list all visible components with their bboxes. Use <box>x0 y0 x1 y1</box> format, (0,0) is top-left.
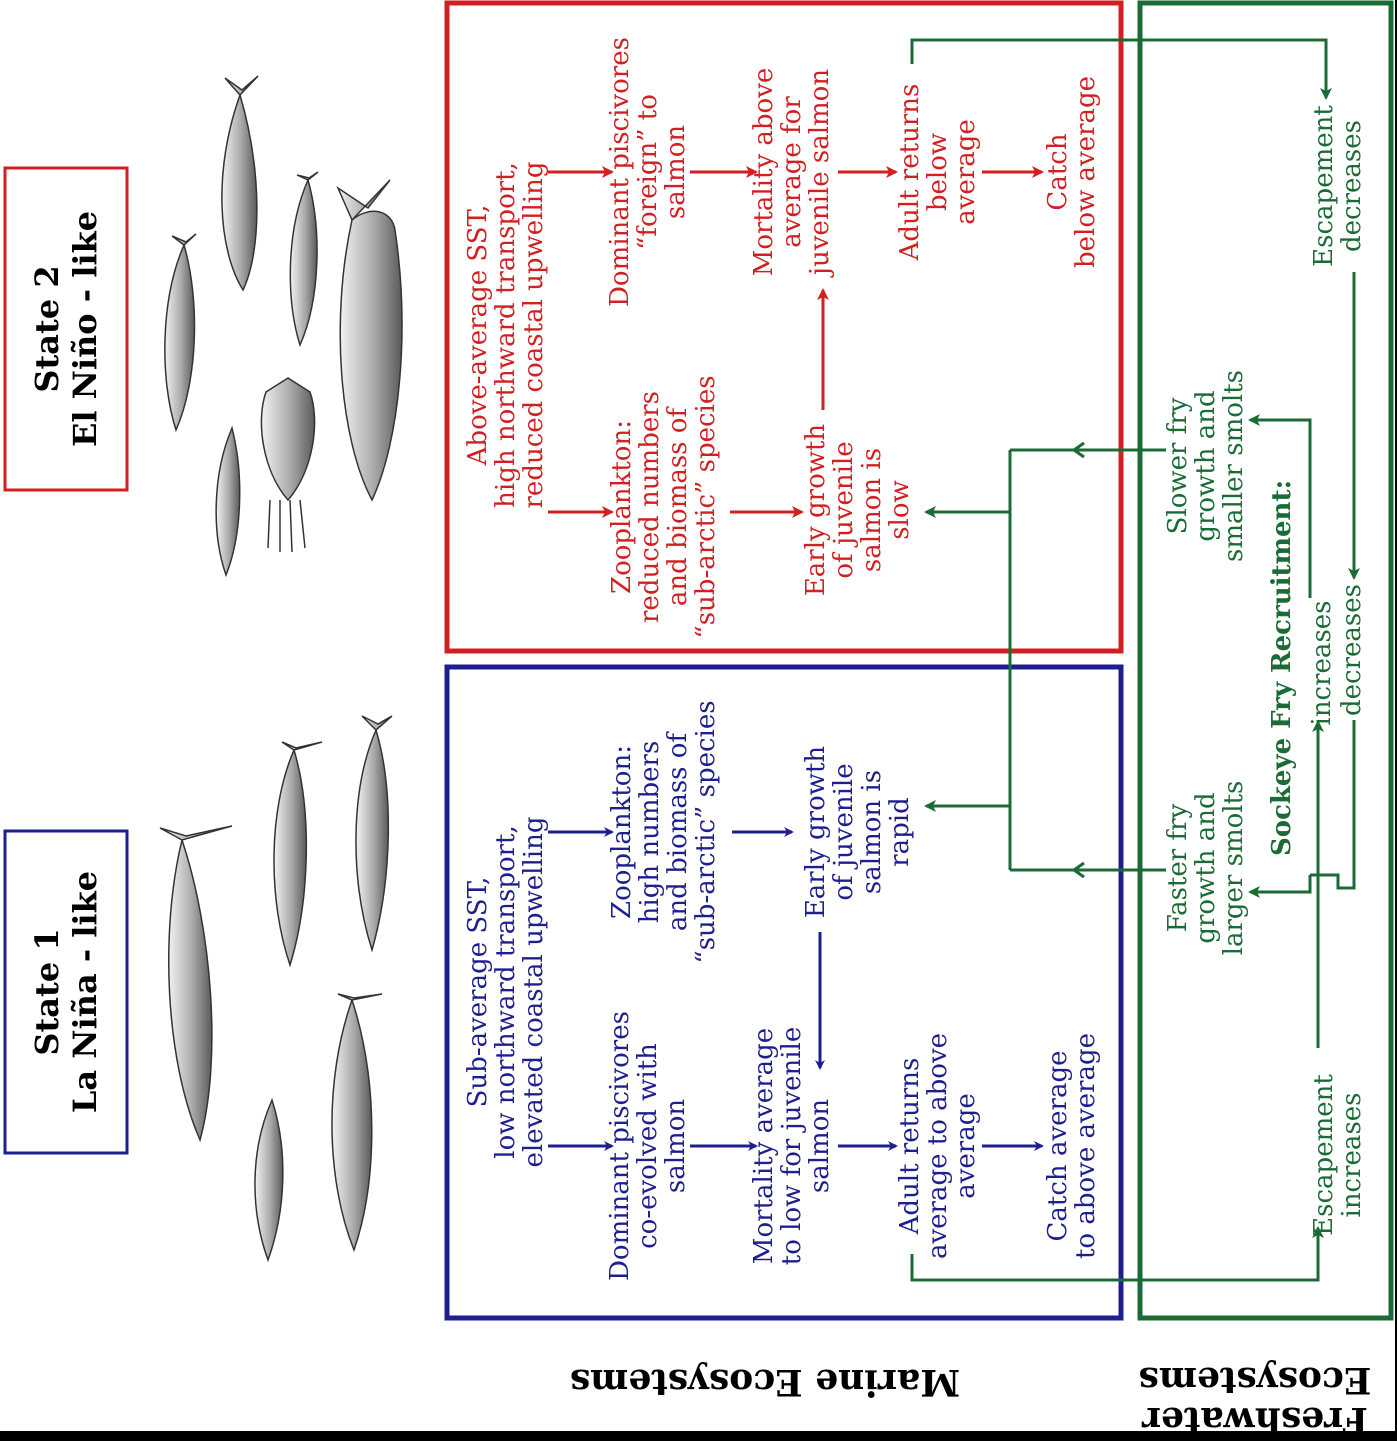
state1-catch-node: Catch average to above average <box>1043 1033 1101 1259</box>
state1-zoo-line4: “sub-arctic” species <box>691 700 721 963</box>
slower-fry-line3: smaller smolts <box>1219 370 1249 562</box>
state1-adult-line1: Adult returns <box>895 1058 925 1236</box>
state1-growth-node: Early growth of juvenile salmon is rapid <box>801 746 915 919</box>
state1-sst-line1: Sub-average SST, <box>463 877 493 1108</box>
escapement-decreases-node: Escapement decreases <box>1309 105 1367 267</box>
state2-mortality-node: Mortality above average for juvenile sal… <box>749 68 835 278</box>
marine-ecosystems-label: Marine Ecosystems <box>570 1361 960 1403</box>
escapement-decreases-line1: Escapement <box>1309 105 1339 267</box>
state1-sst-node: Sub-average SST, low northward transport… <box>463 817 549 1168</box>
state1-mortality-node: Mortality average to low for juvenile sa… <box>749 1027 835 1265</box>
state1-title-line2: La Niña - like <box>66 871 104 1113</box>
state1-mort-line3: salmon <box>805 1099 835 1193</box>
state2-growth-line1: Early growth <box>801 424 831 597</box>
escapement-increases-line2: increases <box>1337 1092 1367 1217</box>
state2-sst-line2: high northward transport, <box>491 162 521 508</box>
freshwater-label-line1: Freshwater <box>1141 1399 1368 1431</box>
state2-mort-line2: average for <box>777 96 807 248</box>
state1-mort-line2: to low for juvenile <box>777 1027 807 1265</box>
feedback-chevron-slower <box>1071 441 1085 459</box>
state1-title-line1: State 1 <box>28 928 66 1055</box>
state2-pisc-line2: “foreign” to <box>633 94 663 250</box>
state1-marine-box <box>444 664 1124 1321</box>
state2-title-box: State 2 El Niño - like <box>3 166 129 492</box>
state2-sst-node: Above-average SST, high northward transp… <box>463 161 549 508</box>
faster-fry-line3: larger smolts <box>1219 781 1249 956</box>
sockeye-recruitment-label: Sockeye Fry Recruitment: <box>1267 480 1297 856</box>
arrow-decreases-to-slower-fry <box>1310 720 1356 890</box>
state1-growth-line1: Early growth <box>801 746 831 919</box>
state2-title-line2: El Niño - like <box>66 211 104 447</box>
feedback-arrow-returns-to-escapement-increases <box>910 1226 1324 1282</box>
state2-growth-line4: slow <box>885 480 915 540</box>
freshwater-box <box>1137 0 1394 1321</box>
state1-pisc-line2: co-evolved with <box>633 1043 663 1249</box>
state2-zoo-line3: and biomass of <box>663 406 693 607</box>
state2-pisc-line3: salmon <box>661 125 691 219</box>
state1-adult-line2: average to above <box>923 1033 953 1259</box>
state1-zoo-line2: high numbers <box>635 741 665 924</box>
state1-growth-line4: rapid <box>885 797 915 867</box>
escapement-increases-line1: Escapement <box>1309 1074 1339 1236</box>
state1-zoo-line3: and biomass of <box>663 731 693 932</box>
state2-sst-line1: Above-average SST, <box>463 205 493 467</box>
state2-catch-node: Catch below average <box>1043 76 1101 268</box>
state2-growth-line3: salmon is <box>857 448 887 572</box>
state2-adult-line1: Adult returns <box>895 84 925 262</box>
slower-fry-line2: growth and <box>1191 390 1221 541</box>
feedback-arrow-returns-to-escapement-decreases <box>910 38 1332 100</box>
state2-zoo-line2: reduced numbers <box>635 391 665 623</box>
state1-adult-line3: average <box>951 1093 981 1199</box>
faster-fry-line2: growth and <box>1191 792 1221 943</box>
state2-piscivores-node: Dominant piscivores “foreign” to salmon <box>605 37 691 307</box>
faster-fry-line1: Faster fry <box>1163 803 1193 932</box>
recruitment-decreases-label: decreases <box>1337 584 1367 716</box>
freshwater-slower-fry-node: Slower fry growth and smaller smolts <box>1163 370 1249 562</box>
state2-zoo-line4: “sub-arctic” species <box>691 375 721 638</box>
state2-adult-line3: average <box>951 119 981 225</box>
state2-mort-line3: juvenile salmon <box>805 69 835 278</box>
feedback-chevron-faster <box>1071 861 1085 879</box>
recruitment-increases: increases <box>1307 600 1337 725</box>
state1-catch-line2: to above average <box>1071 1033 1101 1259</box>
recruitment-decreases: decreases <box>1337 584 1367 716</box>
slower-fry-line1: Slower fry <box>1163 397 1193 534</box>
state2-growth-node: Early growth of juvenile salmon is slow <box>801 424 915 597</box>
state2-catch-line2: below average <box>1071 76 1101 268</box>
state1-title-box: State 1 La Niña - like <box>3 829 129 1155</box>
state1-growth-line3: salmon is <box>857 770 887 894</box>
state2-zooplankton-node: Zooplankton: reduced numbers and biomass… <box>607 375 721 638</box>
arrow-recruitment-to-slower-fry <box>1248 414 1312 598</box>
state1-zooplankton-node: Zooplankton: high numbers and biomass of… <box>607 700 721 963</box>
state2-title-line1: State 2 <box>28 265 66 392</box>
state1-fish-illustration <box>159 715 393 1263</box>
state2-adult-line2: below <box>923 133 953 211</box>
recruitment-increases-label: increases <box>1307 600 1337 725</box>
state2-zoo-line1: Zooplankton: <box>607 420 637 594</box>
arrow-recruitment-to-faster-fry <box>1248 875 1312 898</box>
state1-adult-returns-node: Adult returns average to above average <box>895 1033 981 1259</box>
state1-sst-line2: low northward transport, <box>491 825 521 1159</box>
state1-sst-line3: elevated coastal upwelling <box>519 817 549 1168</box>
sockeye-recruitment-title: Sockeye Fry Recruitment: <box>1267 480 1297 856</box>
state2-marine-box <box>444 0 1124 654</box>
escapement-increases-node: Escapement increases <box>1309 1074 1367 1236</box>
freshwater-label-line2: Ecosystems <box>1139 1359 1372 1401</box>
freshwater-faster-fry-node: Faster fry growth and larger smolts <box>1163 781 1249 956</box>
state2-sst-line3: reduced coastal upwelling <box>519 161 549 508</box>
state1-pisc-line3: salmon <box>661 1099 691 1193</box>
state2-adult-returns-node: Adult returns below average <box>895 84 981 262</box>
state2-growth-line2: of juvenile <box>829 441 859 578</box>
escapement-decreases-line2: decreases <box>1337 120 1367 252</box>
state1-piscivores-node: Dominant piscivores co-evolved with salm… <box>605 1011 691 1281</box>
state1-catch-line1: Catch average <box>1043 1051 1073 1242</box>
state2-catch-line1: Catch <box>1043 133 1073 210</box>
state2-fish-illustration <box>164 75 403 578</box>
state1-growth-line2: of juvenile <box>829 763 859 900</box>
